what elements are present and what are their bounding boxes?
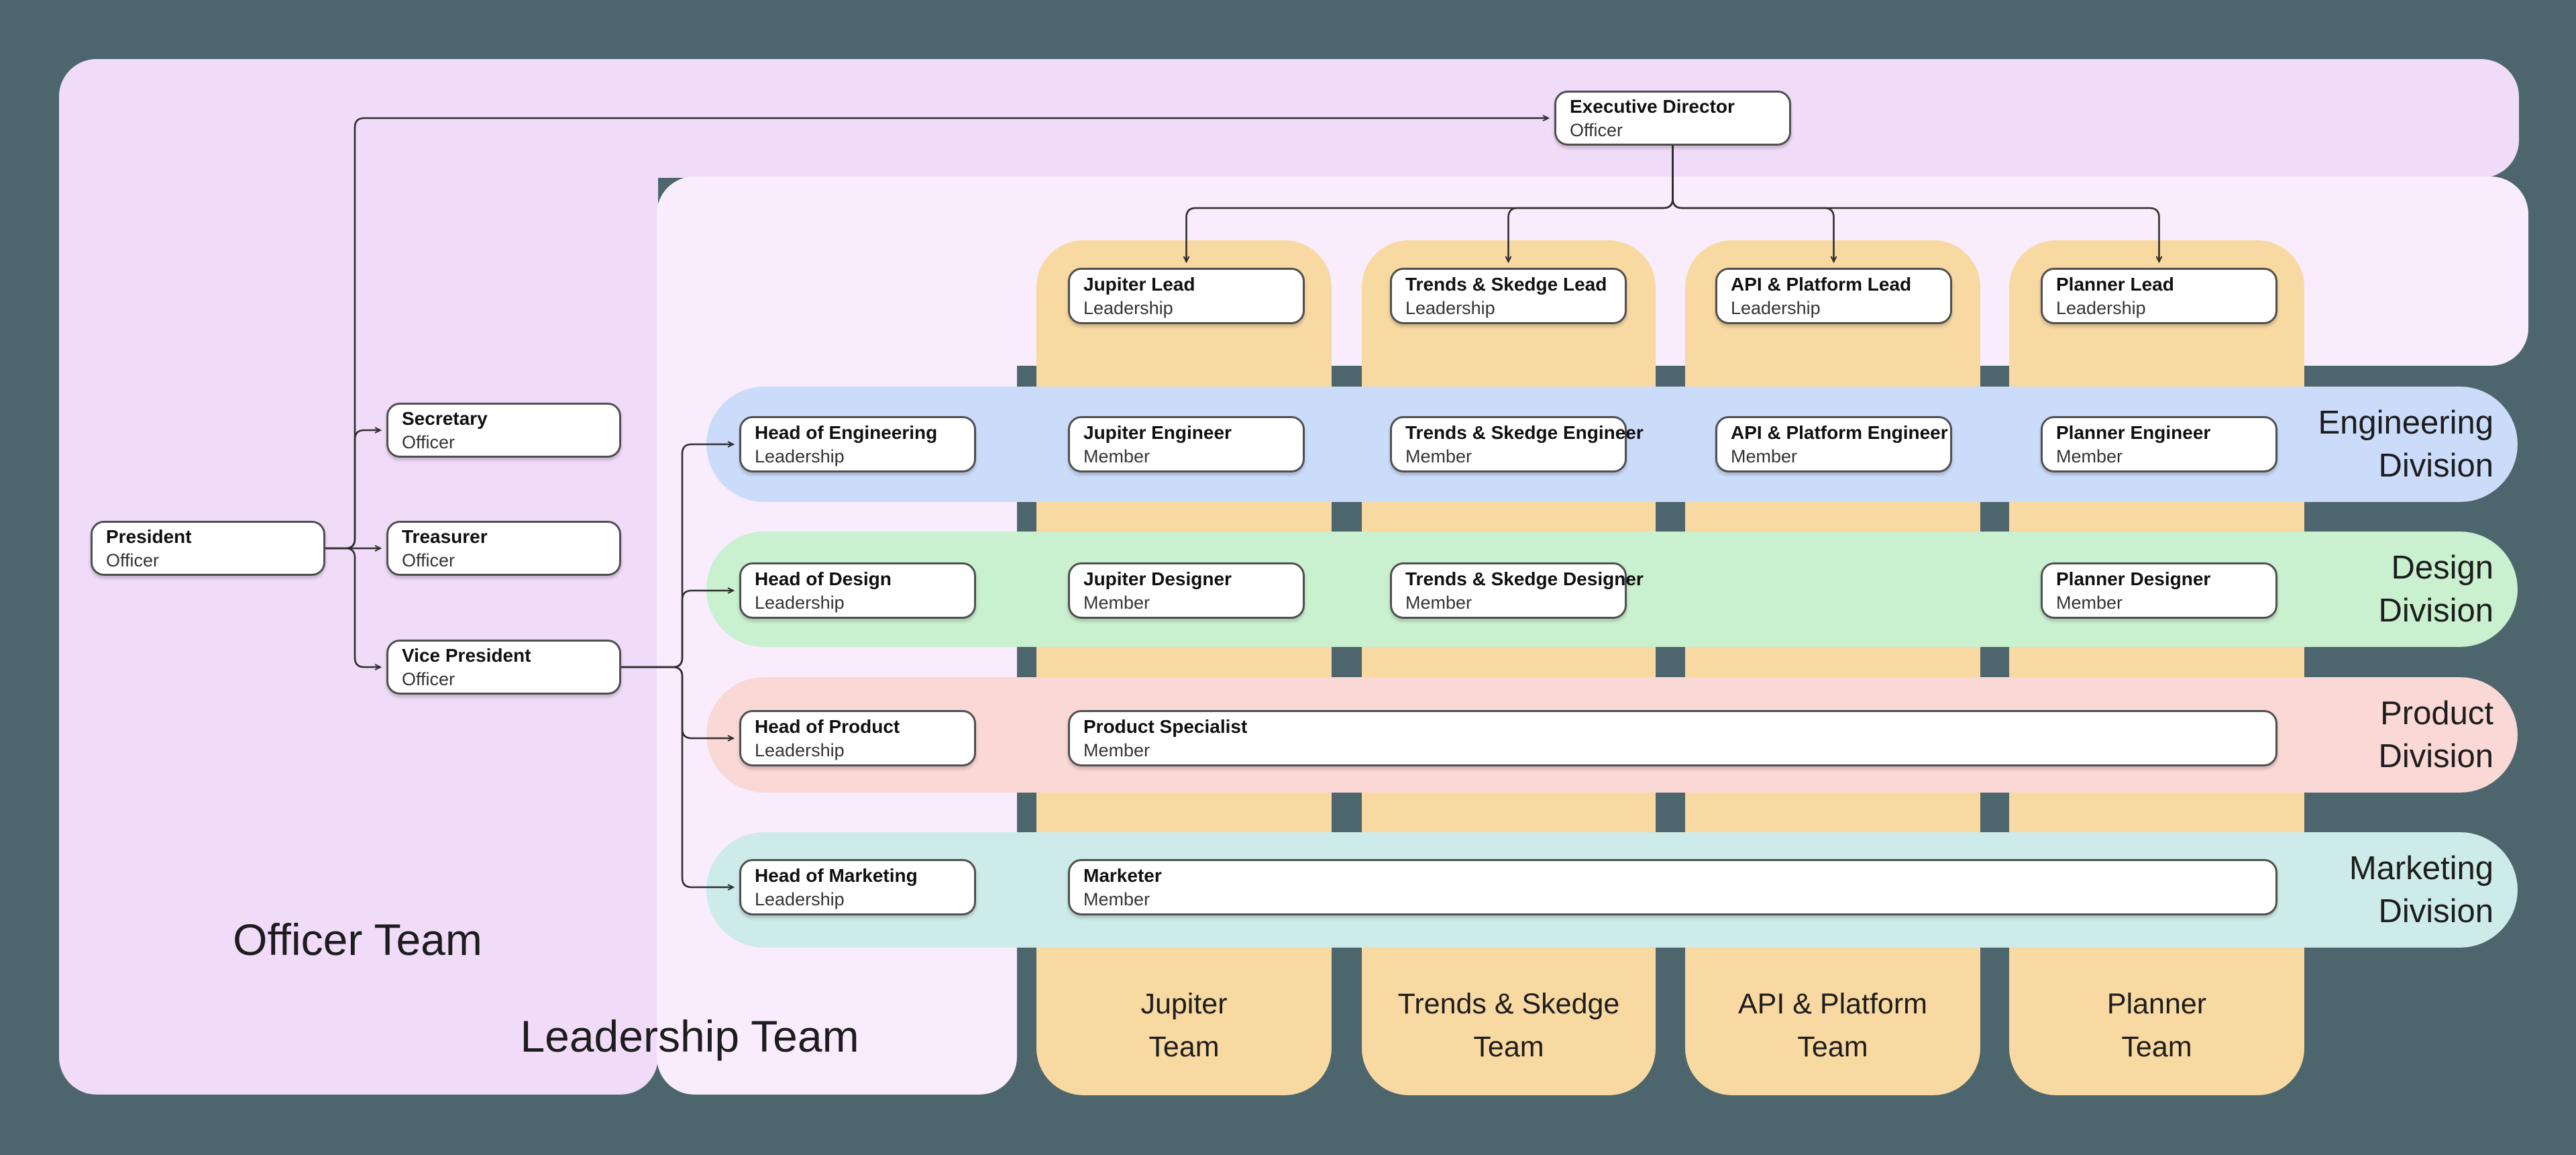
band-label-line: Product: [2380, 695, 2493, 732]
column-label-line: Team: [1797, 1031, 1868, 1063]
column-planner-team[interactable]: [2009, 240, 2304, 1095]
region-label-officer-team: Officer Team: [233, 915, 482, 964]
node-subtitle: Leadership: [755, 889, 845, 909]
node-subtitle: Leadership: [1083, 298, 1173, 318]
column-api-platform-team[interactable]: [1685, 240, 1980, 1095]
node-title: Planner Lead: [2056, 274, 2174, 295]
node-title: Trends & Skedge Engineer: [1405, 422, 1644, 443]
node-title: Treasurer: [402, 526, 488, 547]
node-title: Jupiter Engineer: [1083, 422, 1232, 443]
column-label-line: Team: [1148, 1031, 1220, 1063]
node-subtitle: Member: [1405, 446, 1472, 466]
column-label-line: Team: [1473, 1031, 1544, 1063]
node-title: President: [106, 526, 192, 547]
node-title: Planner Engineer: [2056, 422, 2211, 443]
node-subtitle: Officer: [402, 550, 455, 570]
column-jupiter-team[interactable]: [1036, 240, 1332, 1095]
node-subtitle: Member: [2056, 593, 2123, 613]
node-subtitle: Leadership: [755, 593, 845, 613]
column-label-line: Team: [2121, 1031, 2192, 1063]
band-label-line: Division: [2378, 593, 2493, 629]
node-subtitle: Officer: [402, 669, 455, 689]
node-title: Planner Designer: [2056, 568, 2211, 589]
node-title: API & Platform Engineer: [1731, 422, 1948, 443]
column-label-line: Planner: [2106, 988, 2207, 1020]
band-label-line: Engineering: [2318, 405, 2493, 441]
node-subtitle: Member: [1083, 593, 1150, 613]
column-label-line: API & Platform: [1738, 988, 1927, 1020]
node-subtitle: Member: [2056, 446, 2123, 466]
node-subtitle: Officer: [1570, 120, 1623, 140]
node-subtitle: Leadership: [1731, 298, 1821, 318]
node-subtitle: Leadership: [755, 446, 845, 466]
node-subtitle: Leadership: [2056, 298, 2146, 318]
band-label-line: Marketing: [2349, 850, 2493, 887]
band-label-line: Division: [2378, 893, 2493, 930]
node-title: API & Platform Lead: [1731, 274, 1912, 295]
band-label-line: Design: [2391, 550, 2493, 586]
node-subtitle: Officer: [402, 432, 455, 452]
node-title: Jupiter Lead: [1083, 274, 1195, 295]
node-title: Product Specialist: [1083, 716, 1248, 737]
node-title: Head of Engineering: [755, 422, 938, 443]
band-label-line: Division: [2378, 738, 2493, 774]
node-subtitle: Officer: [106, 550, 160, 570]
node-title: Head of Marketing: [755, 865, 918, 886]
node-title: Marketer: [1083, 865, 1162, 886]
node-subtitle: Leadership: [1405, 298, 1495, 318]
column-label-line: Jupiter: [1140, 988, 1228, 1020]
node-title: Secretary: [402, 408, 488, 429]
node-subtitle: Member: [1083, 889, 1150, 909]
node-title: Head of Design: [755, 568, 892, 589]
node-subtitle: Member: [1731, 446, 1798, 466]
region-label-leadership-team: Leadership Team: [520, 1011, 859, 1061]
column-label-line: Trends & Skedge: [1397, 988, 1620, 1020]
band-label-line: Division: [2378, 448, 2493, 484]
node-title: Trends & Skedge Designer: [1405, 568, 1644, 589]
node-subtitle: Member: [1083, 446, 1150, 466]
node-subtitle: Member: [1083, 740, 1150, 760]
node-title: Jupiter Designer: [1083, 568, 1232, 589]
node-title: Trends & Skedge Lead: [1405, 274, 1607, 295]
node-title: Vice President: [402, 645, 531, 666]
node-title: Head of Product: [755, 716, 900, 737]
node-subtitle: Leadership: [755, 740, 845, 760]
node-subtitle: Member: [1405, 593, 1472, 613]
column-trends-skedge-team[interactable]: [1362, 240, 1656, 1095]
node-title: Executive Director: [1570, 96, 1735, 117]
